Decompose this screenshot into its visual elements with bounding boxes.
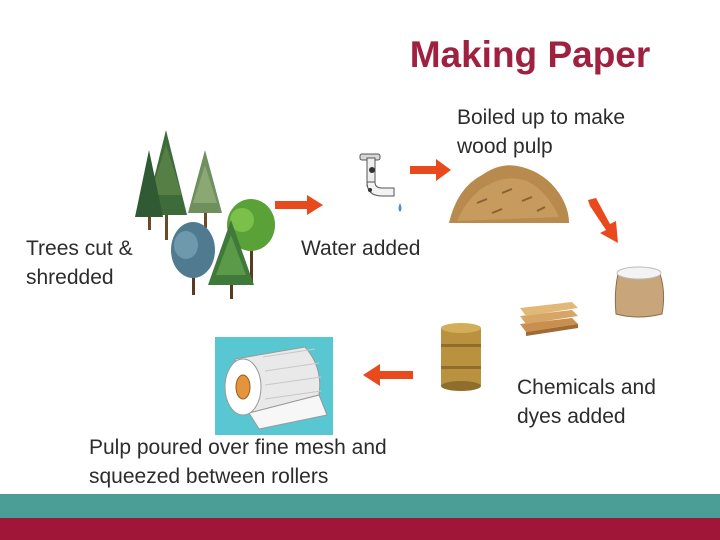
caption-chemicals-line2: dyes added [517, 405, 626, 428]
caption-chemicals: Chemicals and dyes added [517, 373, 656, 431]
caption-pulp-line1: Pulp poured over fine mesh and [89, 436, 387, 459]
caption-boiled-line1: Boiled up to make [457, 106, 626, 129]
caption-pulp-line2: squeezed between rollers [89, 465, 329, 488]
caption-boiled: Boiled up to make wood pulp [457, 103, 625, 161]
caption-water: Water added [301, 234, 420, 263]
wood-pulp-illustration [449, 165, 569, 223]
arrow-chemicals-to-roller [363, 364, 413, 386]
sack-illustration [614, 266, 665, 318]
arrow-trees-to-water [275, 195, 323, 215]
arrow-water-to-pulp [410, 159, 451, 181]
caption-water-line1: Water added [301, 237, 421, 260]
front-trees [171, 199, 275, 299]
footer-bar-red [0, 518, 720, 540]
caption-boiled-line2: wood pulp [457, 135, 553, 158]
cardboard-illustration [520, 302, 578, 336]
caption-trees: Trees cut & shredded [26, 234, 133, 292]
barrel-illustration [441, 323, 481, 391]
tap-illustration [359, 153, 402, 212]
trees-illustration [135, 130, 275, 299]
caption-trees-line1: Trees cut & [26, 237, 133, 260]
arrow-pulp-to-chemicals [588, 198, 618, 243]
paper-roll-illustration [215, 337, 333, 435]
caption-chemicals-line1: Chemicals and [517, 376, 656, 399]
back-trees [135, 130, 222, 240]
caption-pulp-poured: Pulp poured over fine mesh and squeezed … [89, 433, 387, 491]
footer-bar-teal [0, 494, 720, 518]
caption-trees-line2: shredded [26, 266, 114, 289]
page-title: Making Paper [409, 34, 651, 75]
